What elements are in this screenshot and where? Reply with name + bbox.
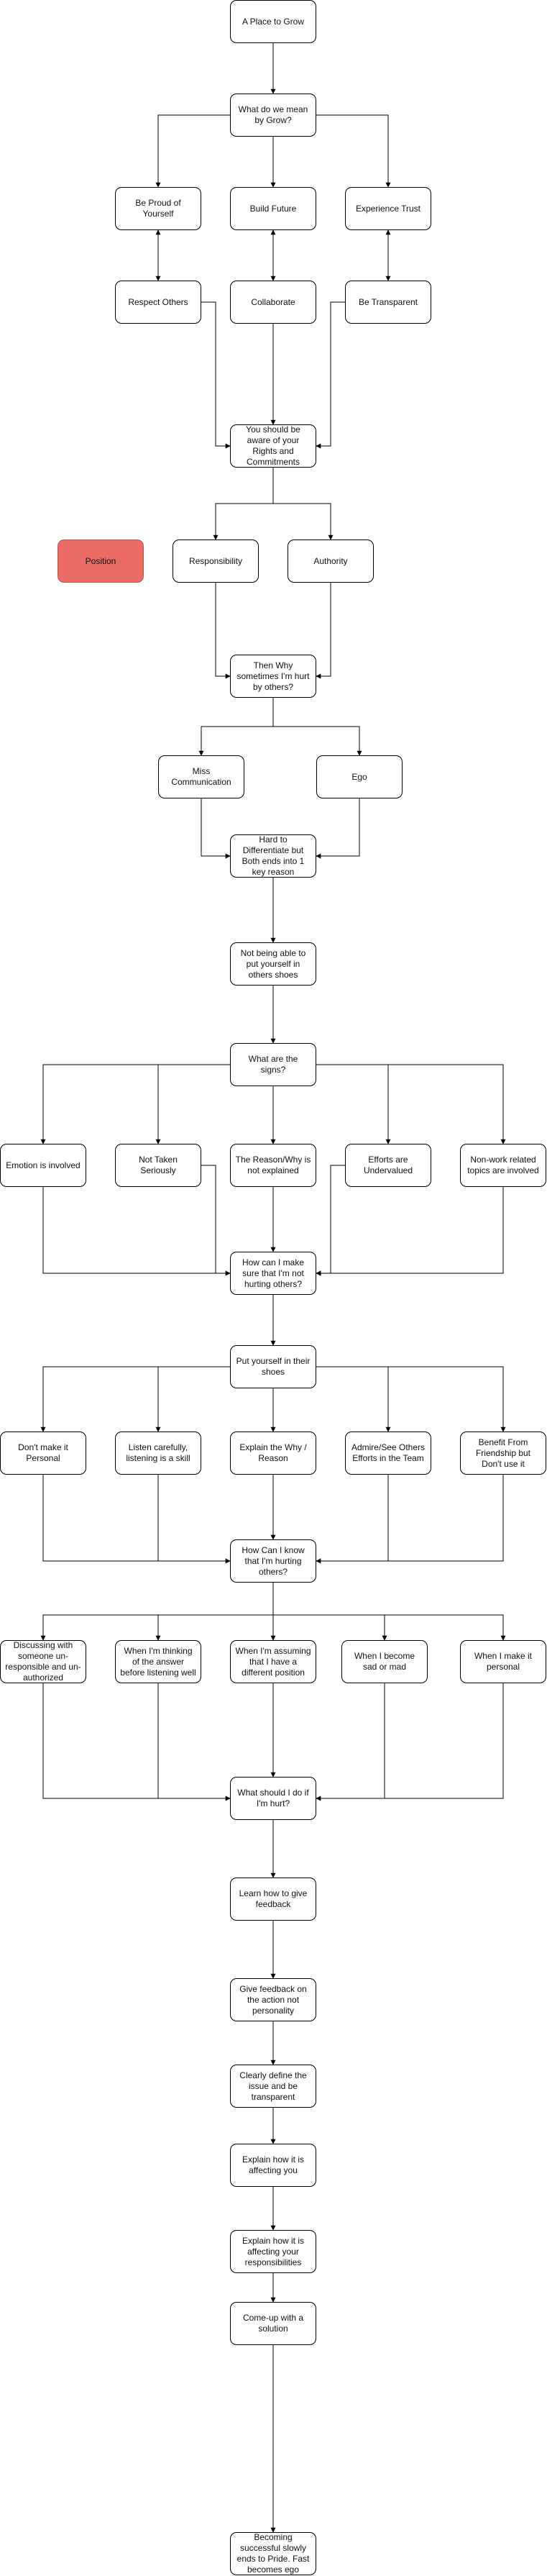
connector-23	[316, 1064, 391, 1144]
connector-26	[201, 1165, 230, 1274]
connector-29	[316, 1187, 504, 1276]
connector-25	[42, 1187, 231, 1276]
connector-24	[316, 1064, 506, 1144]
node-not-taken-seriously[interactable]: Not Taken Seriously	[115, 1144, 201, 1187]
node-experience-trust[interactable]: Experience Trust	[345, 187, 431, 230]
connector-35	[316, 1366, 506, 1432]
connector-12	[215, 583, 231, 679]
node-come-up-with-solution[interactable]: Come-up with a solution	[230, 2302, 316, 2345]
connector-9	[316, 301, 345, 449]
connector-50	[316, 1683, 504, 1801]
node-what-do-we-mean-by-grow[interactable]: What do we mean by Grow?	[230, 94, 316, 137]
node-be-proud-of-yourself[interactable]: Be Proud of Yourself	[115, 187, 201, 230]
node-make-it-personal[interactable]: When I make it personal	[460, 1640, 546, 1683]
node-know-hurting-others[interactable]: How Can I know that I'm hurting others?	[230, 1539, 316, 1583]
node-what-are-the-signs[interactable]: What are the signs?	[230, 1043, 316, 1086]
node-sad-or-mad[interactable]: When I become sad or mad	[341, 1640, 428, 1683]
node-authority[interactable]: Authority	[288, 540, 374, 583]
node-miss-communication[interactable]: Miss Communication	[158, 755, 244, 798]
node-affecting-responsibilities[interactable]: Explain how it is affecting your respons…	[230, 2230, 316, 2273]
node-responsibility[interactable]: Responsibility	[173, 540, 259, 583]
node-what-to-do-if-hurt[interactable]: What should I do if I'm hurt?	[230, 1777, 316, 1820]
node-hard-to-differentiate[interactable]: Hard to Differentiate but Both ends into…	[230, 834, 316, 878]
node-build-future[interactable]: Build Future	[230, 187, 316, 230]
connector-46	[42, 1683, 231, 1801]
node-respect-others[interactable]: Respect Others	[115, 281, 201, 324]
node-admire-efforts[interactable]: Admire/See Others Efforts in the Team	[345, 1432, 431, 1475]
node-discussing-unauthorized[interactable]: Discussing with someone un-responsible a…	[0, 1640, 86, 1683]
connector-21	[155, 1064, 230, 1144]
node-define-the-issue[interactable]: Clearly define the issue and be transpar…	[230, 2065, 316, 2108]
node-ego[interactable]: Ego	[316, 755, 403, 798]
node-why-hurt-by-others[interactable]: Then Why sometimes I'm hurt by others?	[230, 655, 316, 698]
connector-34	[316, 1366, 391, 1432]
connector-14	[198, 698, 274, 756]
connector-31	[40, 1366, 230, 1432]
node-position[interactable]: Position	[58, 540, 144, 583]
node-put-yourself-in-their-shoes[interactable]: Put yourself in their shoes	[230, 1345, 316, 1388]
connector-28	[316, 1165, 345, 1276]
node-explain-the-why[interactable]: Explain the Why / Reason	[230, 1432, 316, 1475]
connector-36	[42, 1475, 231, 1564]
node-reason-not-explained[interactable]: The Reason/Why is not explained	[230, 1144, 316, 1187]
node-efforts-undervalued[interactable]: Efforts are Undervalued	[345, 1144, 431, 1187]
node-be-transparent[interactable]: Be Transparent	[345, 281, 431, 324]
connector-8	[201, 301, 231, 449]
node-a-place-to-grow[interactable]: A Place to Grow	[230, 0, 316, 43]
node-rights-and-commitments[interactable]: You should be aware of your Rights and C…	[230, 424, 316, 468]
connector-17	[316, 798, 360, 859]
connector-44	[273, 1614, 387, 1641]
connector-20	[40, 1064, 230, 1144]
node-collaborate[interactable]: Collaborate	[230, 281, 316, 324]
node-dont-make-it-personal[interactable]: Don't make it Personal	[0, 1432, 86, 1475]
connector-13	[316, 583, 331, 679]
connector-45	[385, 1614, 506, 1641]
node-emotion-involved[interactable]: Emotion is involved	[0, 1144, 86, 1187]
node-not-hurting-others[interactable]: How can I make sure that I'm not hurting…	[230, 1252, 316, 1295]
node-successful-pride-ego[interactable]: Becoming successful slowly ends to Pride…	[230, 2532, 316, 2575]
node-thinking-before-listening[interactable]: When I'm thinking of the answer before l…	[115, 1640, 201, 1683]
node-benefit-from-friendship[interactable]: Benefit From Friendship but Don't use it	[460, 1432, 546, 1475]
node-non-work-topics[interactable]: Non-work related topics are involved	[460, 1144, 546, 1187]
node-learn-feedback[interactable]: Learn how to give feedback	[230, 1878, 316, 1921]
connector-10	[213, 468, 274, 540]
node-affecting-you[interactable]: Explain how it is affecting you	[230, 2144, 316, 2187]
node-assuming-different-position[interactable]: When I'm assuming that I have a differen…	[230, 1640, 316, 1683]
connector-40	[316, 1475, 504, 1564]
connector-32	[155, 1366, 230, 1432]
connector-11	[273, 503, 334, 540]
node-listen-carefully[interactable]: Listen carefully, listening is a skill	[115, 1432, 201, 1475]
connector-16	[201, 798, 231, 859]
connector-15	[273, 726, 362, 756]
node-feedback-on-action[interactable]: Give feedback on the action not personal…	[230, 1978, 316, 2021]
node-others-shoes[interactable]: Not being able to put yourself in others…	[230, 942, 316, 986]
